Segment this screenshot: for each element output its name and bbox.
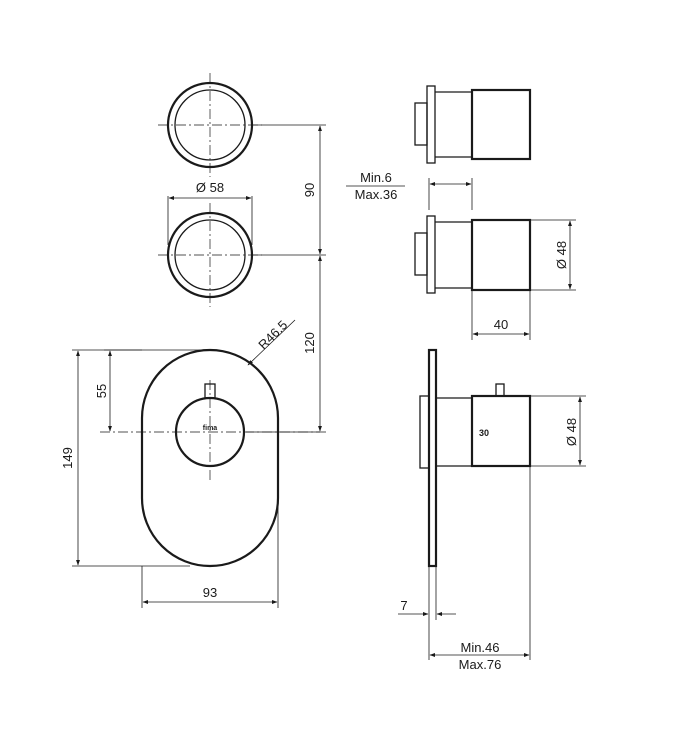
dim-58-label: Ø 58	[196, 180, 224, 195]
brand-logo: fima	[203, 425, 218, 432]
max36-label: Max.36	[355, 187, 398, 202]
dim-diameter-48-top: Ø 48	[530, 219, 576, 291]
dim-120-label: 120	[302, 332, 317, 354]
min46-label: Min.46	[460, 640, 499, 655]
dim-55-label: 55	[94, 384, 109, 398]
knob-side-top	[414, 85, 532, 164]
dim-diameter-48-bottom: Ø 48	[530, 395, 586, 467]
dia48-top-label: Ø 48	[554, 241, 569, 269]
min6-label: Min.6	[360, 170, 392, 185]
knob-front-middle	[158, 203, 262, 307]
dim-vertical-chain: 90 120	[246, 124, 326, 433]
dim-min6-max36: Min.6 Max.36	[346, 170, 473, 210]
dim-7: 7	[398, 566, 456, 660]
dim-149-label: 149	[60, 447, 75, 469]
plate-side: 30	[419, 348, 532, 568]
dia48-bottom-label: Ø 48	[564, 418, 579, 446]
dim-radius: R46.5	[247, 317, 296, 366]
dim-90-label: 90	[302, 183, 317, 197]
knob-side-middle	[414, 215, 532, 294]
dim-93: 93	[141, 470, 279, 608]
radius-label: R46.5	[255, 317, 290, 352]
dim-7-label: 7	[400, 598, 407, 613]
dim-55: 55	[94, 349, 210, 432]
dim-93-label: 93	[203, 585, 217, 600]
dim-40: 40	[471, 290, 531, 340]
dim-min46-max76: Min.46 Max.76	[429, 466, 531, 672]
max76-label: Max.76	[459, 657, 502, 672]
dim-diameter-58: Ø 58	[167, 180, 253, 245]
dim-40-label: 40	[494, 317, 508, 332]
temp-scale-mark: 30	[479, 428, 489, 438]
cover-plate-front: fima	[100, 348, 320, 568]
knob-front-top	[158, 73, 262, 177]
dim-149: 149	[60, 349, 190, 567]
